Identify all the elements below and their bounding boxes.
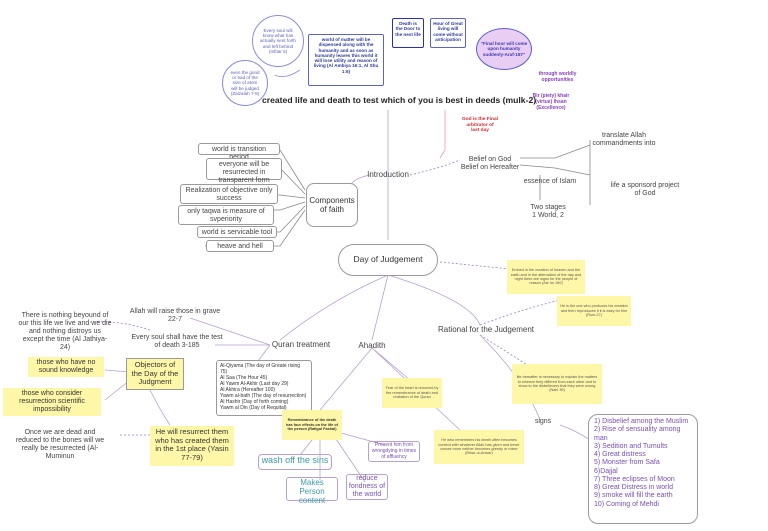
sign-item: 2) Rise of sensuality among man <box>594 426 681 442</box>
resurrect-them-box: He will resurrect them who has created t… <box>150 426 234 466</box>
ahadith-label: Ahadith <box>358 341 386 350</box>
ellipse-atom-judged: even the good or bad of the size of atom… <box>222 60 268 106</box>
connector <box>104 379 131 401</box>
wise-remembers-note: He who remembers his death often becomes… <box>434 430 524 464</box>
rational-note-heaven-earth: Embed in the creation of heaven and the … <box>507 260 585 294</box>
names-of-day: Yawm al Din (Day of Requital) <box>220 405 287 411</box>
sign-item: 5) Monster from Safa <box>594 459 660 467</box>
he-is-note: He is the one who produces his creation … <box>557 296 631 326</box>
connector <box>479 299 561 326</box>
sign-item: 7) Three eclipses of Moon <box>594 475 675 483</box>
sign-item: 8) Great Distress in world <box>594 484 673 491</box>
signs-list-box: 1) Disbelief among the Muslim 2) Rise of… <box>588 414 698 524</box>
connector <box>274 69 301 78</box>
final-hour-bubble: "Final hour will come upon humanity sudd… <box>476 28 532 70</box>
faith-item: world is servicable tool <box>197 226 277 238</box>
faith-item: world is transition period <box>198 143 280 161</box>
prevent-wrongdoing: Prevent him from wrongdying in times of … <box>368 441 420 463</box>
connector <box>189 317 271 346</box>
life-sponsored-project: life a sponsord project of God <box>610 182 680 198</box>
two-stages: Two stages 1 World, 2 <box>530 204 566 220</box>
god-final-arbitrator: God is the Final arbitrator of last day <box>462 117 498 134</box>
hereafter-necessary-note: life hereafter is necessary to explain t… <box>512 364 602 404</box>
allah-raise-note: Allah will raise those in grave 22-7 <box>129 308 221 324</box>
faith-item: only taqwa is measure of svperiority <box>178 205 274 225</box>
hour-of-great-living-box: Hour of Great living will come without a… <box>430 18 466 48</box>
death-door-box: Death is the Door to the next life <box>392 18 424 48</box>
resurrection-impossible-note: those who consider resurrection scientif… <box>3 388 101 417</box>
nothing-beyond-note: There is nothing beyound of our this lif… <box>18 312 112 352</box>
makes-person-content: Makes Person content <box>286 477 338 505</box>
connector <box>439 110 446 159</box>
ellipse-every-soul: Every soul will know what has actually s… <box>252 15 304 67</box>
names-of-day: Al-Qiyama (The day of Greate rising 75) <box>220 363 301 375</box>
belief-god-hereafter: Belief on God Belief on Hereafter <box>460 156 520 172</box>
connector <box>149 389 171 426</box>
names-of-day: Al Akhira (Hereafter 100) <box>220 387 276 393</box>
reduce-fondness: reduce fondness of the world <box>346 474 388 501</box>
introduction-label: Introduction <box>367 170 409 179</box>
names-of-day: Al Hashir (Day of forth coming) <box>220 399 289 405</box>
sign-item: 6)Dajjal <box>594 467 618 475</box>
sign-item: 10) Coming of Mehdi <box>594 500 659 508</box>
connector <box>89 321 151 331</box>
connector <box>104 369 131 373</box>
connector <box>559 424 591 441</box>
names-of-day: Al Yawm Al-Akhir (Last day 29) <box>220 381 289 387</box>
sign-item: 9) smoke will fill the earth <box>594 492 673 500</box>
translate-allah-commandments: translate Allah commandments into <box>592 132 656 148</box>
no-sound-knowledge-note: those who have no sound knowledge <box>28 357 104 378</box>
sign-item: 4) Great distress <box>594 451 646 458</box>
sign-item: 3) Sedition and Tumults <box>594 442 668 450</box>
every-soul-test: Every soul shall have the test of death … <box>131 334 223 350</box>
fear-hearts-note: Fear of the heart is removed by the reme… <box>382 378 442 408</box>
signs-label: signs <box>534 418 552 425</box>
wash-off-sins: wash off the sins <box>258 454 332 470</box>
names-of-day: Yawm al-bath (The day of resurrection) <box>220 393 307 399</box>
day-of-judgement-node: Day of Judgement <box>338 244 438 276</box>
names-of-day-list: Al-Qiyama (The day of Greate rising 75) … <box>216 360 312 416</box>
world-of-matter-box: world of matter will be dispensed along … <box>308 34 384 86</box>
through-worldly-opportunities: through worldly opportunities <box>538 71 577 83</box>
faith-item: Realization of objective only success <box>180 184 278 204</box>
names-of-day: Al Saa (The Hour 45) <box>220 375 268 381</box>
connector <box>409 159 461 176</box>
dead-reduced-note: Once we are dead and reduced to the bone… <box>15 429 105 461</box>
page-title: created life and death to test which of … <box>262 95 537 105</box>
connector <box>519 164 591 176</box>
faith-item: heave and hell <box>206 240 274 252</box>
connector <box>387 274 481 326</box>
objectors-box: Objectors of the Day of the Judgment <box>126 358 184 390</box>
connector <box>319 347 373 411</box>
quran-treatment-label: Quran treatment <box>271 340 331 349</box>
rational-judgement-label: Rational for the Judgement <box>437 325 535 334</box>
birr-khair-ihsan: Bir (piety) khair (virtue) Ihsan (Excell… <box>532 93 570 111</box>
essence-of-islam: essence of Islam <box>523 178 577 185</box>
connector <box>479 334 551 381</box>
components-of-faith-node: Components of faith <box>306 183 358 227</box>
sign-item: 1) Disbelief among the Muslim <box>594 418 689 425</box>
connector <box>371 347 411 381</box>
connector <box>371 274 389 341</box>
remembrance-note: Remembrance of the death has four effect… <box>282 410 342 440</box>
connector <box>279 274 389 341</box>
faith-item: everyone will be resurrected in transpar… <box>206 158 282 184</box>
connector <box>520 144 591 159</box>
